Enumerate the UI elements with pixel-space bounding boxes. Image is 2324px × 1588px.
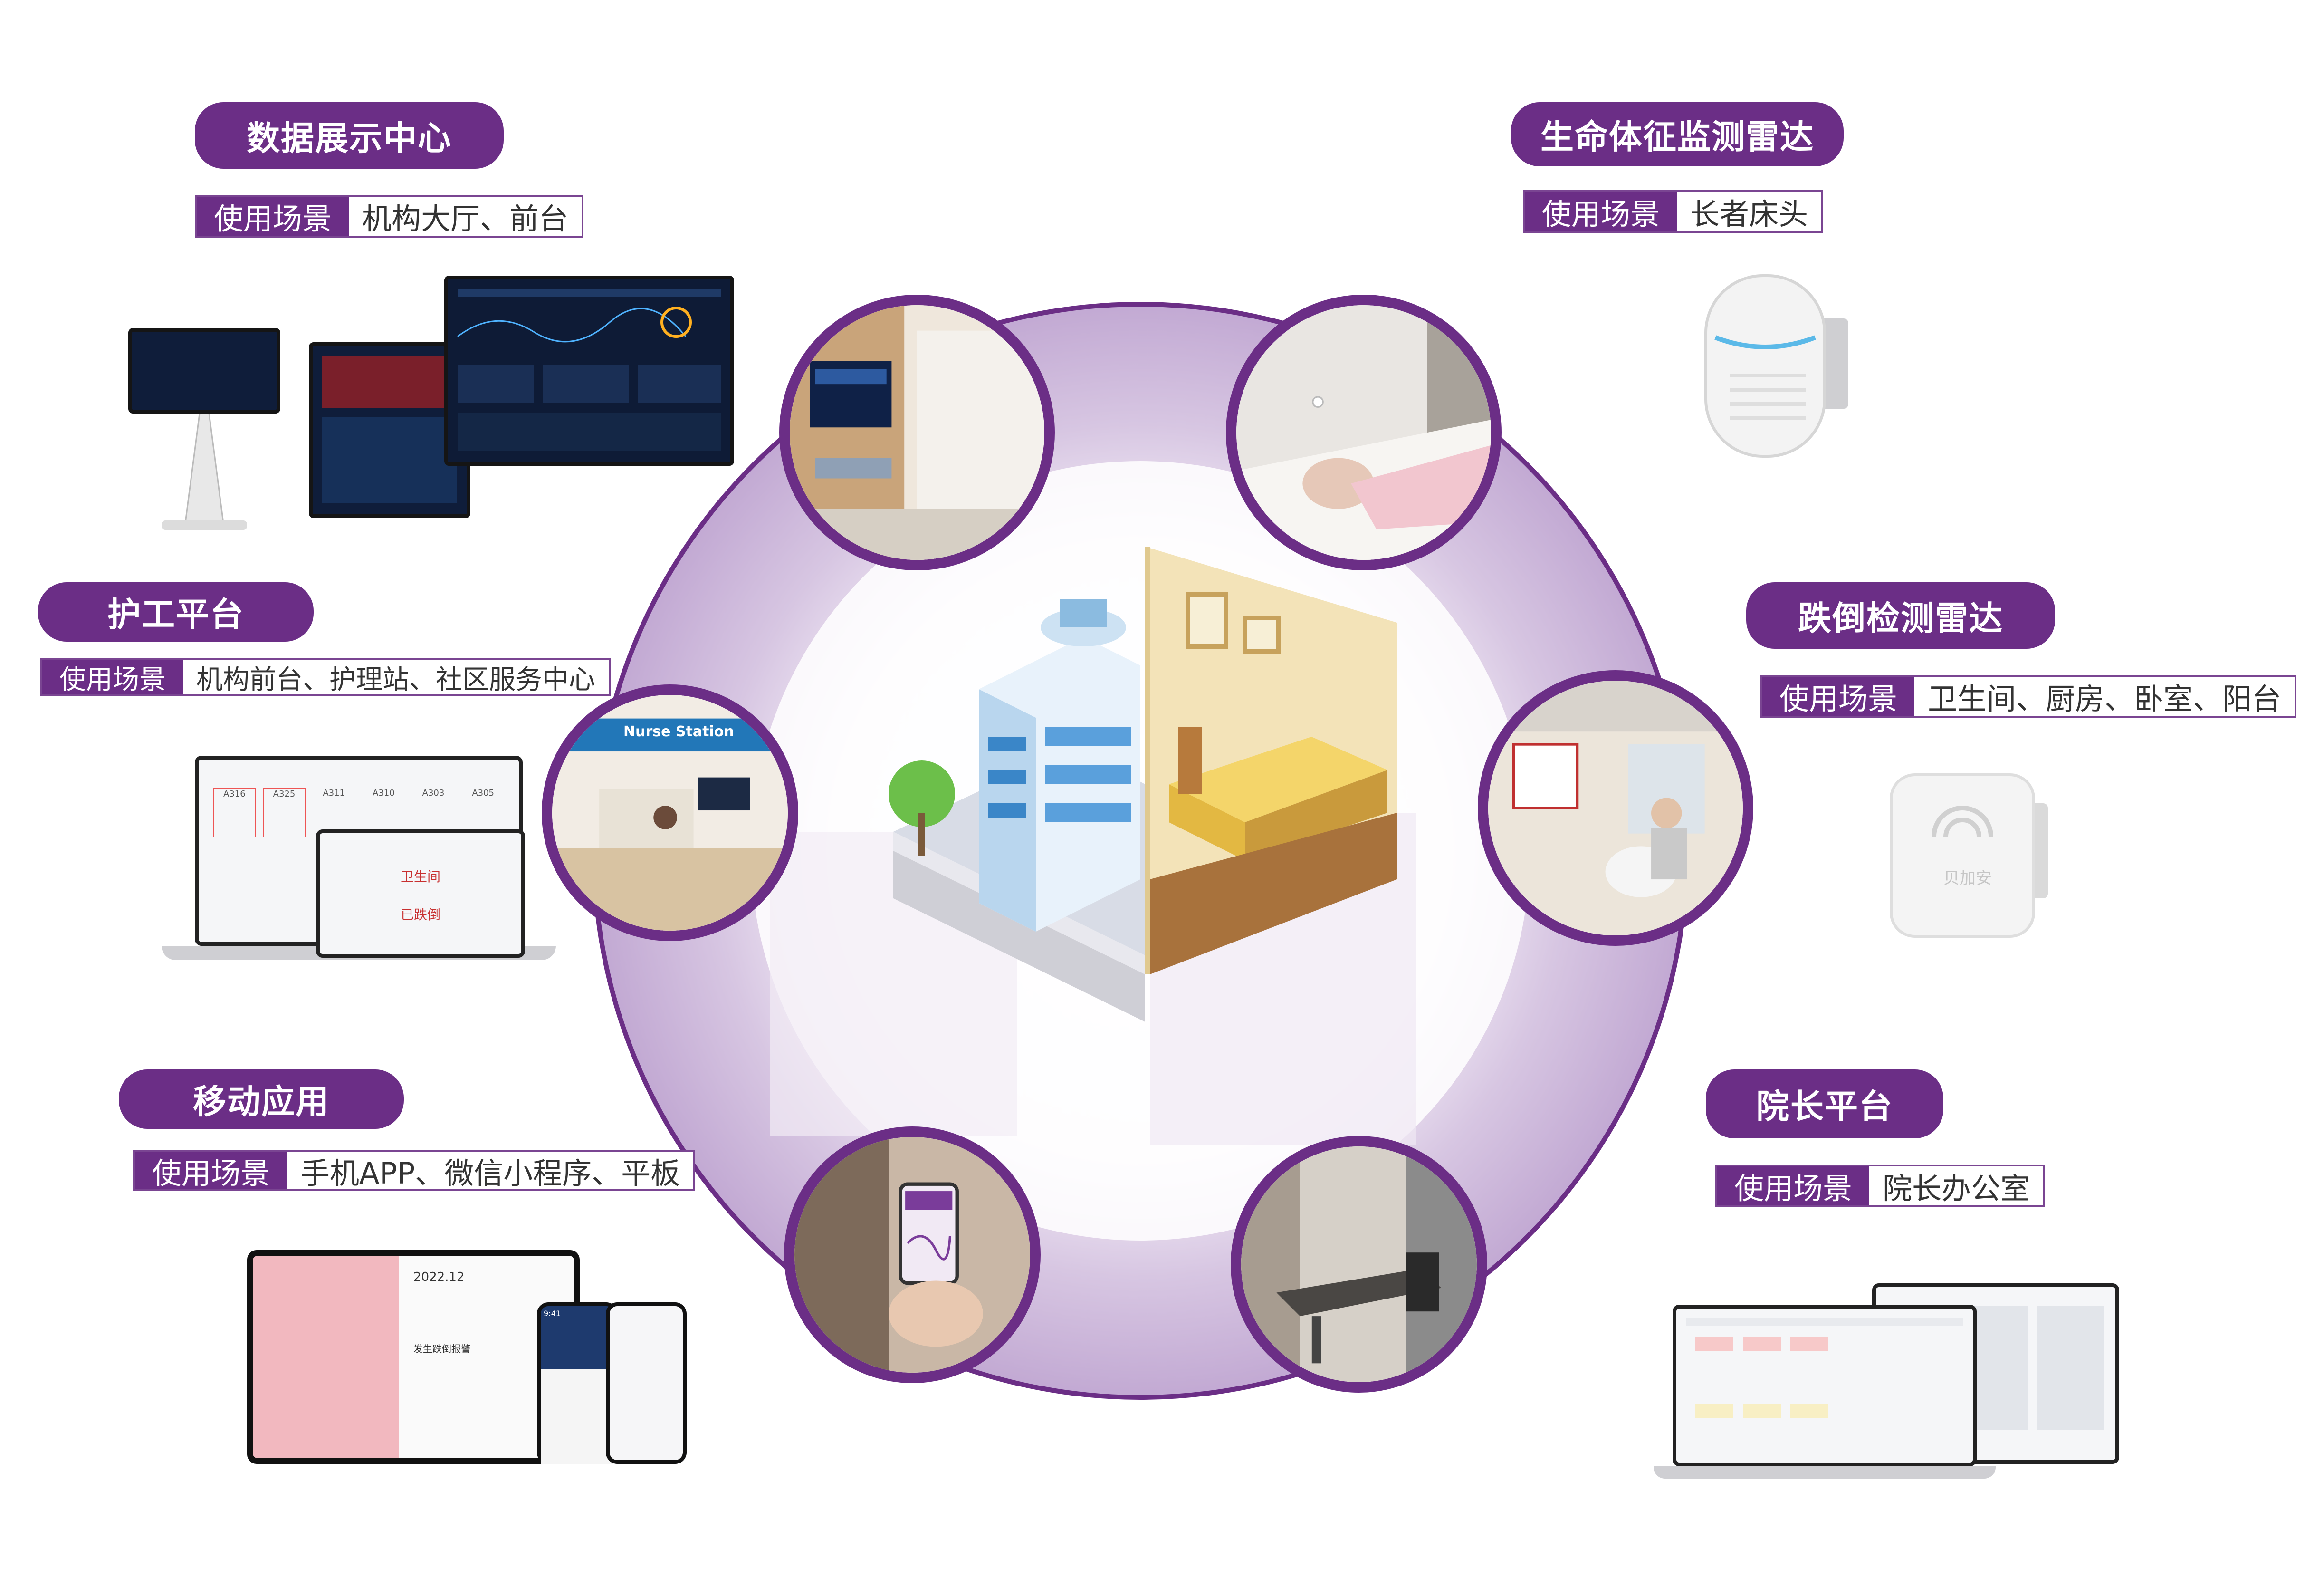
section-title-fall-radar: 跌倒检测雷达 <box>1746 582 2055 649</box>
scene-key: 使用场景 <box>1717 1166 1870 1206</box>
section-title-data-center: 数据展示中心 <box>195 102 504 169</box>
fall-radar-device: 贝加安 <box>1882 765 2057 946</box>
scene-value: 手机APP、微信小程序、平板 <box>300 1155 680 1191</box>
scene-key: 使用场景 <box>1762 677 1915 716</box>
scene-value: 卫生间、厨房、卧室、阳台 <box>1928 682 2282 716</box>
room-card[interactable]: A305 <box>472 788 494 798</box>
room-card[interactable]: A310 <box>372 788 395 798</box>
vital-radar-device <box>1704 274 1848 458</box>
section-title-mobile-app: 移动应用 <box>119 1069 404 1129</box>
mobile-phone-1: 9:41 <box>537 1302 618 1464</box>
tablet-alert: 发生跌倒报警 <box>413 1343 470 1355</box>
dashboard-monitor-large <box>444 276 734 466</box>
photo-circle-nurse-station: Nurse Station <box>542 684 798 941</box>
room-card[interactable]: A311 <box>323 788 345 798</box>
nurse-tablet-alert: 卫生间 已跌倒 <box>316 829 525 958</box>
section-title-nurse-platform: 护工平台 <box>38 582 314 642</box>
scene-tag-director-platform: 使用场景 院长办公室 <box>1715 1165 2046 1207</box>
photo-circle-mobile <box>784 1126 1041 1383</box>
scene-tag-nurse-platform: 使用场景 机构前台、护理站、社区服务中心 <box>40 658 611 696</box>
tablet-date: 2022.12 <box>413 1270 465 1284</box>
center-building-illustration <box>889 547 1397 1022</box>
scene-key: 使用场景 <box>1525 192 1677 231</box>
scene-key: 使用场景 <box>135 1152 287 1191</box>
photo-circle-bathroom <box>1478 670 1753 946</box>
photo-circle-lobby <box>779 295 1055 570</box>
scene-value: 机构前台、护理站、社区服务中心 <box>196 664 595 695</box>
alert-room: 卫生间 <box>400 869 440 885</box>
scene-key: 使用场景 <box>42 660 183 695</box>
scene-value: 长者床头 <box>1690 197 1808 231</box>
scene-tag-fall-radar: 使用场景 卫生间、厨房、卧室、阳台 <box>1760 675 2297 718</box>
scene-value: 机构大厅、前台 <box>362 202 569 236</box>
dashboard-monitor-small <box>309 342 470 518</box>
room-card[interactable]: A303 <box>422 788 445 798</box>
mobile-tablet: 2022.12 发生跌倒报警 <box>247 1250 580 1464</box>
director-laptop <box>1654 1305 1996 1485</box>
mobile-phone-2 <box>606 1302 687 1464</box>
scene-tag-mobile-app: 使用场景 手机APP、微信小程序、平板 <box>133 1150 696 1191</box>
phone-time: 9:41 <box>541 1306 614 1369</box>
photo-circle-office <box>1231 1136 1487 1393</box>
room-card[interactable]: A325 <box>262 788 306 837</box>
section-title-director-platform: 院长平台 <box>1706 1069 1943 1138</box>
scene-value: 院长办公室 <box>1883 1171 2030 1206</box>
room-card[interactable]: A316 <box>213 788 256 837</box>
radar-brand: 贝加安 <box>1943 869 1992 888</box>
scene-tag-vital-radar: 使用场景 长者床头 <box>1523 190 1824 233</box>
alert-status: 已跌倒 <box>400 907 440 923</box>
scene-key: 使用场景 <box>197 197 349 236</box>
section-title-vital-radar: 生命体征监测雷达 <box>1511 102 1844 166</box>
photo-circle-bedroom <box>1226 295 1502 570</box>
scene-tag-data-center: 使用场景 机构大厅、前台 <box>195 195 584 238</box>
nurse-station-sign: Nurse Station <box>623 723 734 740</box>
kiosk-display <box>128 328 280 537</box>
